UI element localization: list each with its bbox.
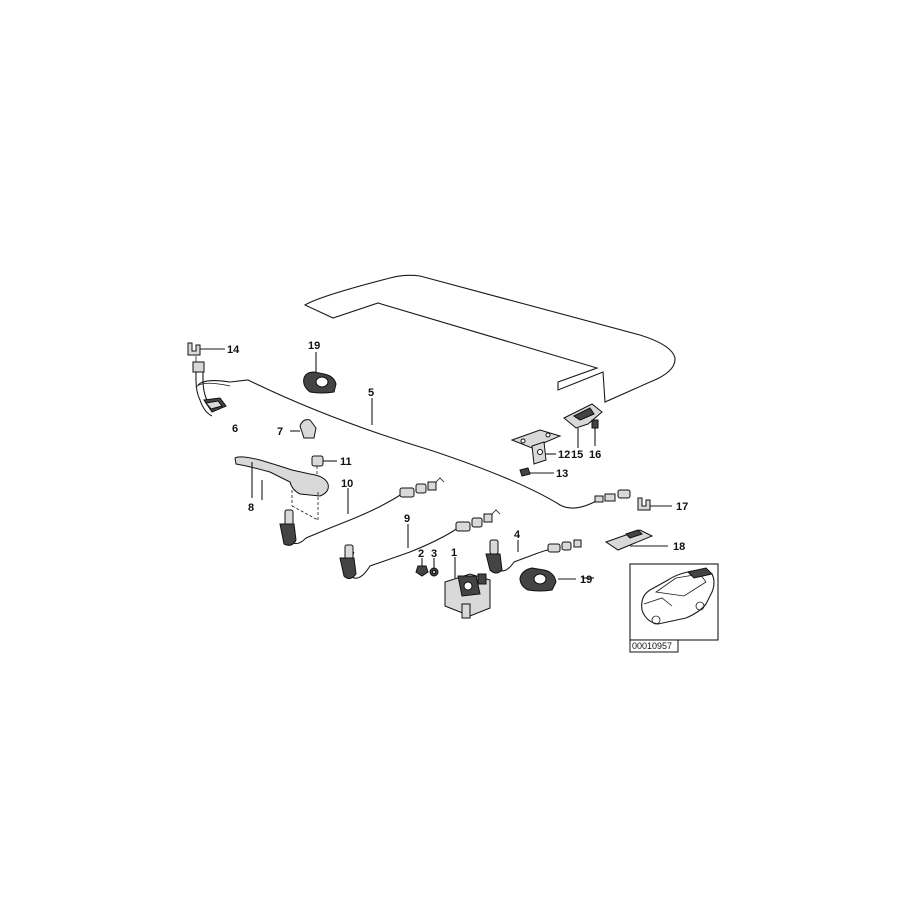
label-19-bottom: 19 xyxy=(580,574,592,586)
part-7 xyxy=(290,419,317,439)
label-5: 5 xyxy=(368,387,374,399)
hinge-12 xyxy=(510,429,562,465)
label-15: 15 xyxy=(571,449,583,461)
label-6: 6 xyxy=(232,423,238,435)
label-19-top: 19 xyxy=(308,340,320,352)
hood-outline xyxy=(303,274,676,403)
label-16: 16 xyxy=(589,449,601,461)
part-labels: 1 2 3 4 5 6 7 8 9 10 11 12 13 14 15 16 1… xyxy=(227,340,688,586)
part-19-top xyxy=(303,352,337,394)
label-9: 9 xyxy=(404,513,410,525)
part-11 xyxy=(311,455,337,478)
clip-17 xyxy=(637,497,672,511)
label-10: 10 xyxy=(341,478,353,490)
bolt-16 xyxy=(591,419,599,446)
part-19-bottom xyxy=(519,567,576,592)
label-13: 13 xyxy=(556,468,568,480)
cable-4 xyxy=(485,539,582,574)
lock-1 xyxy=(444,557,491,619)
label-17: 17 xyxy=(676,501,688,513)
car-thumbnail-inset: 00010957 xyxy=(629,563,719,653)
part-6 xyxy=(203,397,227,413)
label-11: 11 xyxy=(340,456,352,468)
label-2: 2 xyxy=(418,548,424,560)
cable-9 xyxy=(339,509,501,580)
label-3: 3 xyxy=(431,548,437,560)
reference-number: 00010957 xyxy=(632,641,672,651)
leader-lines xyxy=(251,462,594,579)
cable-10 xyxy=(279,477,445,546)
bracket-15 xyxy=(563,403,603,448)
clip-14 xyxy=(187,342,225,417)
label-1: 1 xyxy=(451,547,457,559)
label-14: 14 xyxy=(227,344,240,356)
label-12: 12 xyxy=(558,449,570,461)
label-18: 18 xyxy=(673,541,685,553)
label-4: 4 xyxy=(514,529,521,541)
cable-5 xyxy=(195,379,631,509)
bolt-13 xyxy=(519,467,554,477)
part-18 xyxy=(604,529,668,551)
nut-3 xyxy=(429,558,439,577)
label-8: 8 xyxy=(248,502,254,514)
label-7: 7 xyxy=(277,426,283,438)
lever-8 xyxy=(234,456,329,521)
bolt-2 xyxy=(415,558,429,577)
